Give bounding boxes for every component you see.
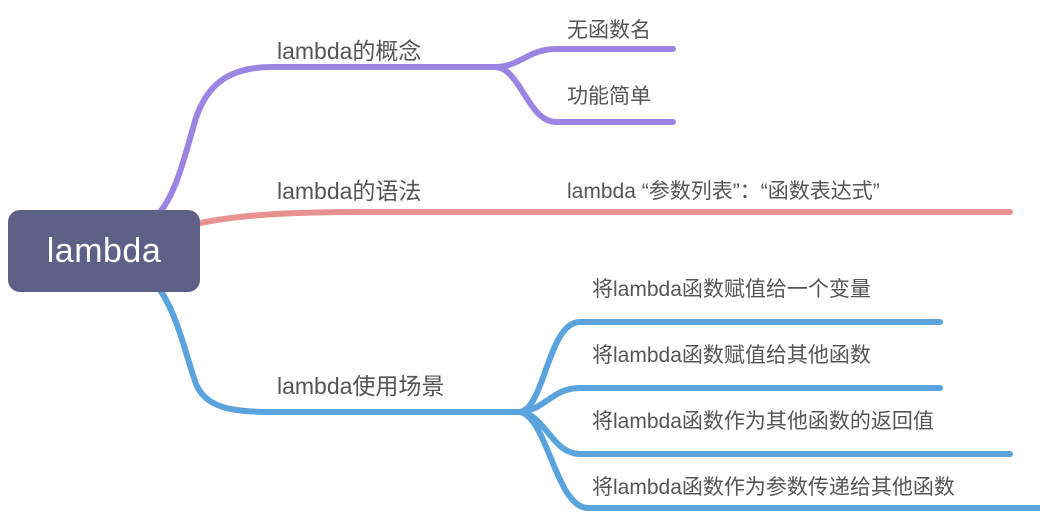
- node-assign-to-other-function[interactable]: 将lambda函数赋值给其他函数: [592, 344, 871, 367]
- connector-concept-to-simple: [492, 64, 676, 125]
- node-lambda-concept[interactable]: lambda的概念: [277, 38, 422, 64]
- node-lambda-syntax[interactable]: lambda的语法: [277, 178, 422, 204]
- connector-concept-to-noname: [492, 46, 676, 70]
- node-as-return-value[interactable]: 将lambda函数作为其他函数的返回值: [592, 410, 934, 433]
- node-assign-to-variable[interactable]: 将lambda函数赋值给一个变量: [592, 278, 871, 301]
- connector-root-to-concept: [157, 64, 498, 215]
- connector-root-to-usecase: [157, 287, 523, 415]
- node-simple-function[interactable]: 功能简单: [567, 85, 651, 108]
- node-as-parameter[interactable]: 将lambda函数作为参数传递给其他函数: [592, 476, 955, 499]
- node-lambda-usecase[interactable]: lambda使用场景: [277, 373, 445, 399]
- connector-usecase-to-param-fn: [517, 409, 1040, 511]
- connector-root-to-syntax: [193, 209, 1013, 227]
- node-no-function-name[interactable]: 无函数名: [567, 19, 651, 42]
- connector-usecase-to-assign-fn: [517, 385, 943, 415]
- node-lambda-expression-form[interactable]: lambda “参数列表”：“函数表达式”: [567, 180, 880, 203]
- root-node[interactable]: lambda: [8, 210, 200, 292]
- connector-usecase-to-assign-var: [517, 319, 943, 415]
- root-node-label: lambda: [46, 232, 162, 270]
